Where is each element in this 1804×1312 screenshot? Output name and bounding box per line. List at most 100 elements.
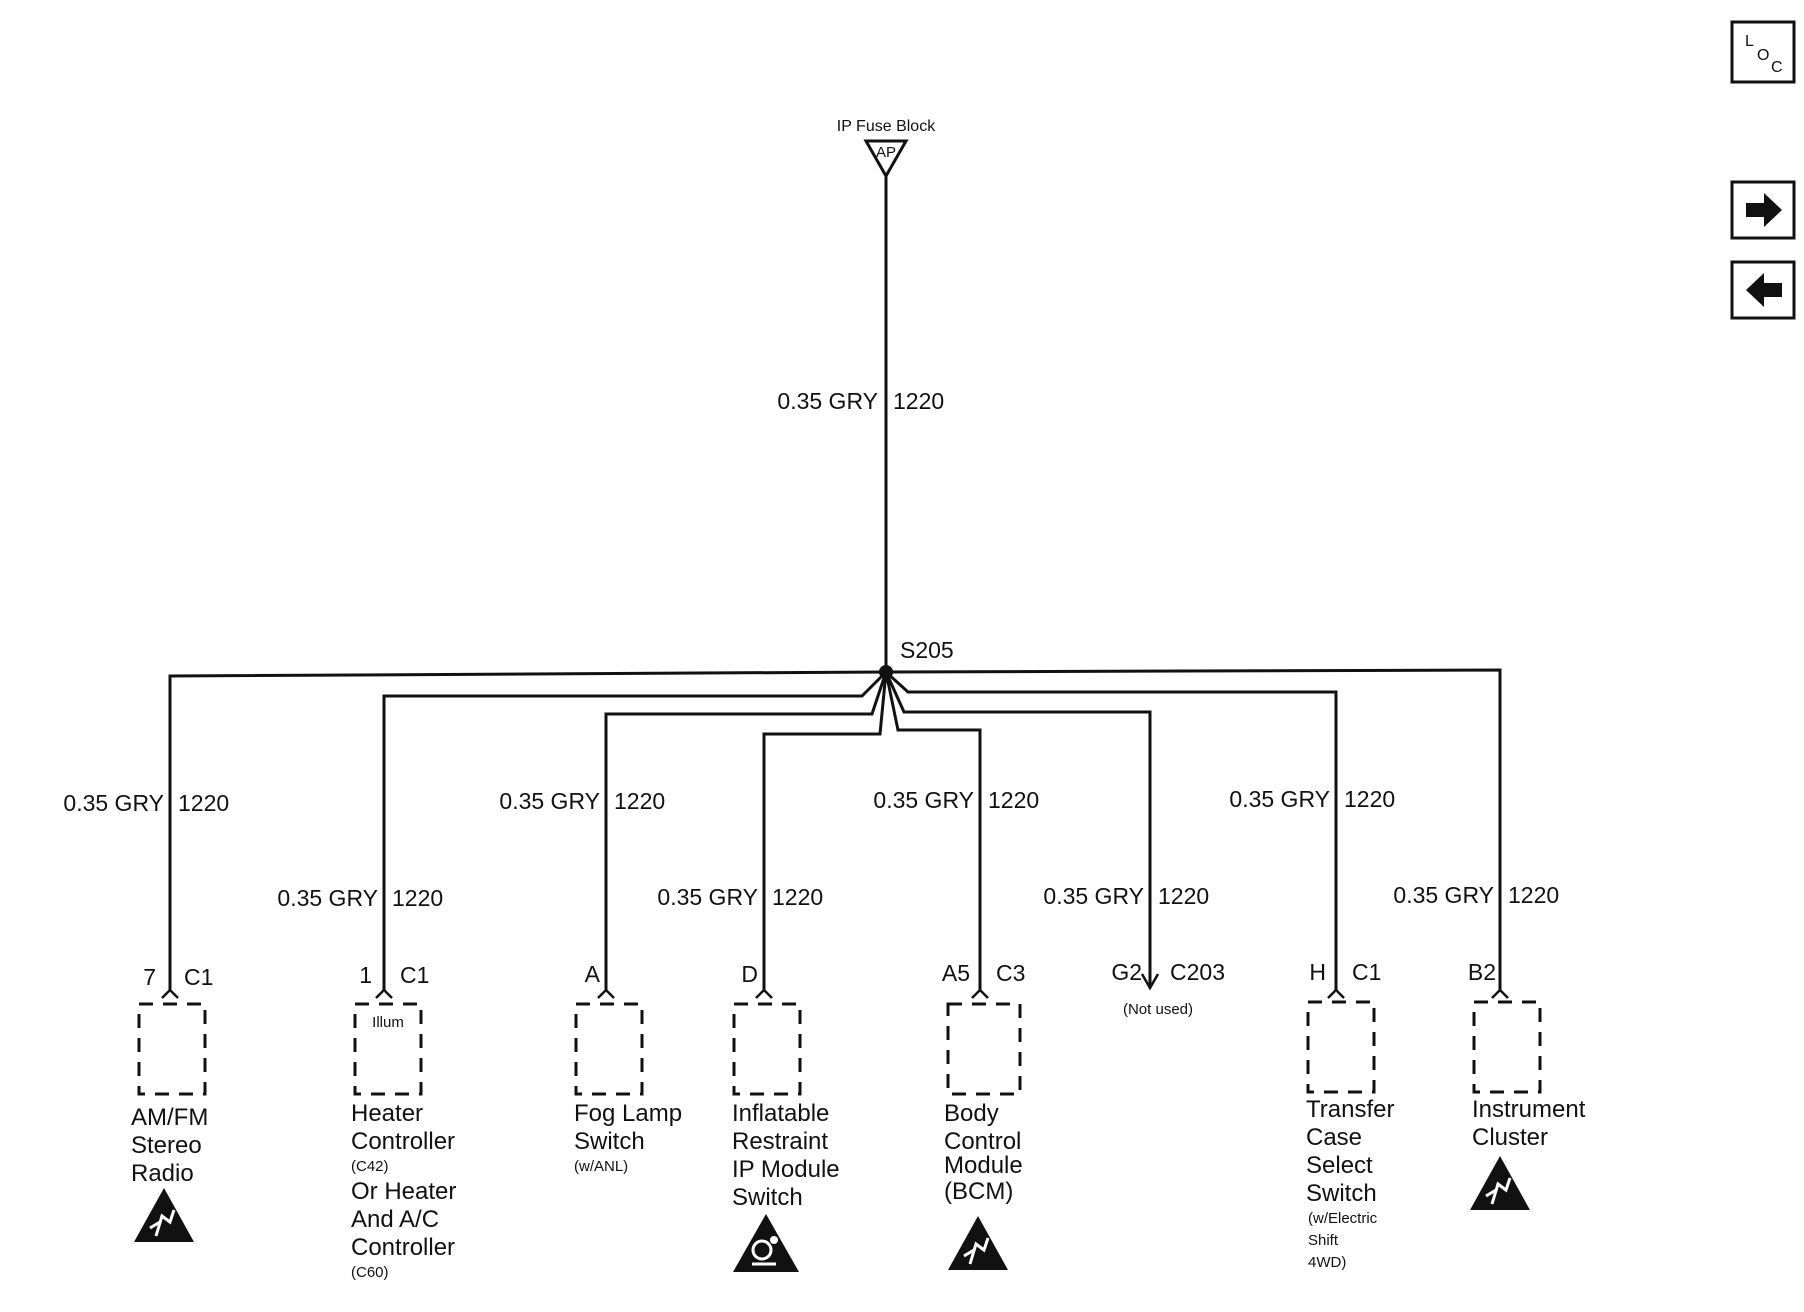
- terminal-c203-arrow: [1140, 973, 1160, 991]
- location-view-button[interactable]: L O C: [1730, 20, 1796, 84]
- component-name-radio: AM/FM Stereo Radio: [131, 1104, 208, 1187]
- svg-text:Or Heater: Or Heater: [351, 1178, 456, 1205]
- terminal-bcm: [971, 988, 989, 999]
- branch-5-connector: C203: [1170, 959, 1225, 985]
- fuse-terminal-symbol: [863, 139, 909, 180]
- branch-wire-heater: [382, 670, 888, 990]
- terminal-heater: [375, 988, 393, 999]
- svg-text:0.35 GRY: 0.35 GRY: [657, 884, 758, 910]
- svg-text:Module: Module: [944, 1152, 1023, 1179]
- svg-text:Switch: Switch: [732, 1184, 803, 1211]
- svg-text:Select: Select: [1306, 1152, 1373, 1179]
- svg-text:Control: Control: [944, 1128, 1021, 1155]
- branch-1-connector: C1: [400, 962, 429, 988]
- branch-1-wire-label: 0.35 GRY 1220: [277, 885, 443, 911]
- svg-text:1220: 1220: [178, 790, 229, 816]
- branch-5-pin: G2: [1111, 959, 1142, 985]
- branch-wire-airbag-switch: [762, 671, 888, 990]
- esd-sensitive-icon: [134, 1188, 194, 1242]
- svg-text:C: C: [1771, 59, 1783, 76]
- branch-1-pin: 1: [359, 962, 372, 988]
- branch-7-wire-label: 0.35 GRY 1220: [1393, 882, 1559, 908]
- branch-wire-radio: [168, 670, 887, 990]
- branch-0-wire-label: 0.35 GRY 1220: [63, 790, 229, 816]
- svg-text:Restraint: Restraint: [732, 1128, 828, 1155]
- branch-wire-transfer-case: [884, 670, 1338, 990]
- branch-4-connector: C3: [996, 960, 1025, 986]
- svg-text:And A/C: And A/C: [351, 1206, 439, 1233]
- svg-text:O: O: [1757, 47, 1769, 64]
- svg-text:Stereo: Stereo: [131, 1132, 202, 1159]
- branch-4-pin: A5: [942, 960, 970, 986]
- branch-wire-bcm: [884, 671, 982, 990]
- svg-text:(w/ANL): (w/ANL): [574, 1158, 628, 1175]
- branch-0-pin: 7: [143, 964, 156, 990]
- svg-text:0.35 GRY: 0.35 GRY: [1229, 786, 1330, 812]
- svg-text:1220: 1220: [392, 885, 443, 911]
- previous-page-button[interactable]: [1730, 260, 1796, 320]
- terminal-transfer-case: [1327, 988, 1345, 999]
- svg-text:0.35 GRY: 0.35 GRY: [873, 787, 974, 813]
- svg-text:1220: 1220: [1344, 786, 1395, 812]
- branch-6-pin: H: [1309, 959, 1326, 985]
- arrow-left-icon: [1746, 273, 1782, 307]
- svg-text:1220: 1220: [1508, 882, 1559, 908]
- svg-text:Switch: Switch: [1306, 1180, 1377, 1207]
- svg-text:0.35 GRY: 0.35 GRY: [1043, 883, 1144, 909]
- terminal-cluster: [1491, 988, 1509, 999]
- svg-text:L: L: [1745, 33, 1754, 50]
- svg-text:(w/Electric: (w/Electric: [1308, 1210, 1378, 1227]
- svg-text:1220: 1220: [1158, 883, 1209, 909]
- arrow-right-icon: [1746, 193, 1782, 227]
- svg-text:Heater: Heater: [351, 1100, 423, 1127]
- terminal-fog-lamp: [597, 988, 615, 999]
- svg-text:Switch: Switch: [574, 1128, 645, 1155]
- component-name-airbag-switch: Inflatable Restraint IP Module Switch: [732, 1100, 840, 1211]
- branch-2-wire-label: 0.35 GRY 1220: [499, 788, 665, 814]
- svg-text:4WD): 4WD): [1308, 1254, 1346, 1271]
- svg-text:1220: 1220: [614, 788, 665, 814]
- branch-wire-cluster: [885, 668, 1502, 990]
- svg-text:Case: Case: [1306, 1124, 1362, 1151]
- esd-sensitive-icon: [948, 1216, 1008, 1270]
- svg-text:1220: 1220: [988, 787, 1039, 813]
- terminal-radio: [161, 988, 179, 999]
- svg-text:0.35 GRY: 0.35 GRY: [1393, 882, 1494, 908]
- svg-text:(C42): (C42): [351, 1158, 389, 1175]
- branch-6-wire-label: 0.35 GRY 1220: [1229, 786, 1395, 812]
- fuse-block-label: IP Fuse Block: [837, 118, 936, 135]
- svg-text:Shift: Shift: [1308, 1232, 1339, 1249]
- branch-3-pin: D: [741, 961, 758, 987]
- branch-1-inside-label: Illum: [372, 1014, 404, 1031]
- svg-text:0.35 GRY: 0.35 GRY: [277, 885, 378, 911]
- component-name-fog-lamp: Fog Lamp Switch (w/ANL): [574, 1100, 682, 1175]
- branch-2-pin: A: [585, 961, 601, 987]
- component-box-radio: [137, 1002, 207, 1096]
- branch-wire-fog-lamp: [604, 671, 888, 990]
- component-box-fog-lamp: [574, 1002, 644, 1096]
- svg-text:IP Module: IP Module: [732, 1156, 840, 1183]
- svg-text:Body: Body: [944, 1100, 999, 1127]
- branch-7-pin: B2: [1468, 959, 1496, 985]
- component-name-bcm: Body Control Module (BCM): [944, 1100, 1023, 1205]
- branch-wire-c203: [884, 671, 1152, 986]
- airbag-warning-icon: [733, 1214, 799, 1272]
- terminal-airbag-switch: [755, 988, 773, 999]
- component-name-cluster: Instrument Cluster: [1472, 1096, 1586, 1151]
- svg-text:Controller: Controller: [351, 1234, 455, 1261]
- svg-text:(C60): (C60): [351, 1264, 389, 1281]
- svg-text:Fog Lamp: Fog Lamp: [574, 1100, 682, 1127]
- trunk-wire-circuit: 1220: [893, 388, 944, 414]
- component-name-transfer-case: Transfer Case Select Switch (w/Electric …: [1306, 1096, 1394, 1271]
- svg-text:0.35 GRY: 0.35 GRY: [63, 790, 164, 816]
- component-box-bcm: [946, 1002, 1022, 1096]
- svg-text:Instrument: Instrument: [1472, 1096, 1586, 1123]
- svg-text:Cluster: Cluster: [1472, 1124, 1548, 1151]
- branch-0-connector: C1: [184, 964, 213, 990]
- next-page-button[interactable]: [1730, 180, 1796, 240]
- component-box-heater: [353, 1002, 423, 1096]
- component-box-cluster: [1472, 1000, 1542, 1094]
- branch-5-note-0: (Not used): [1123, 1001, 1193, 1018]
- splice-label: S205: [900, 637, 954, 663]
